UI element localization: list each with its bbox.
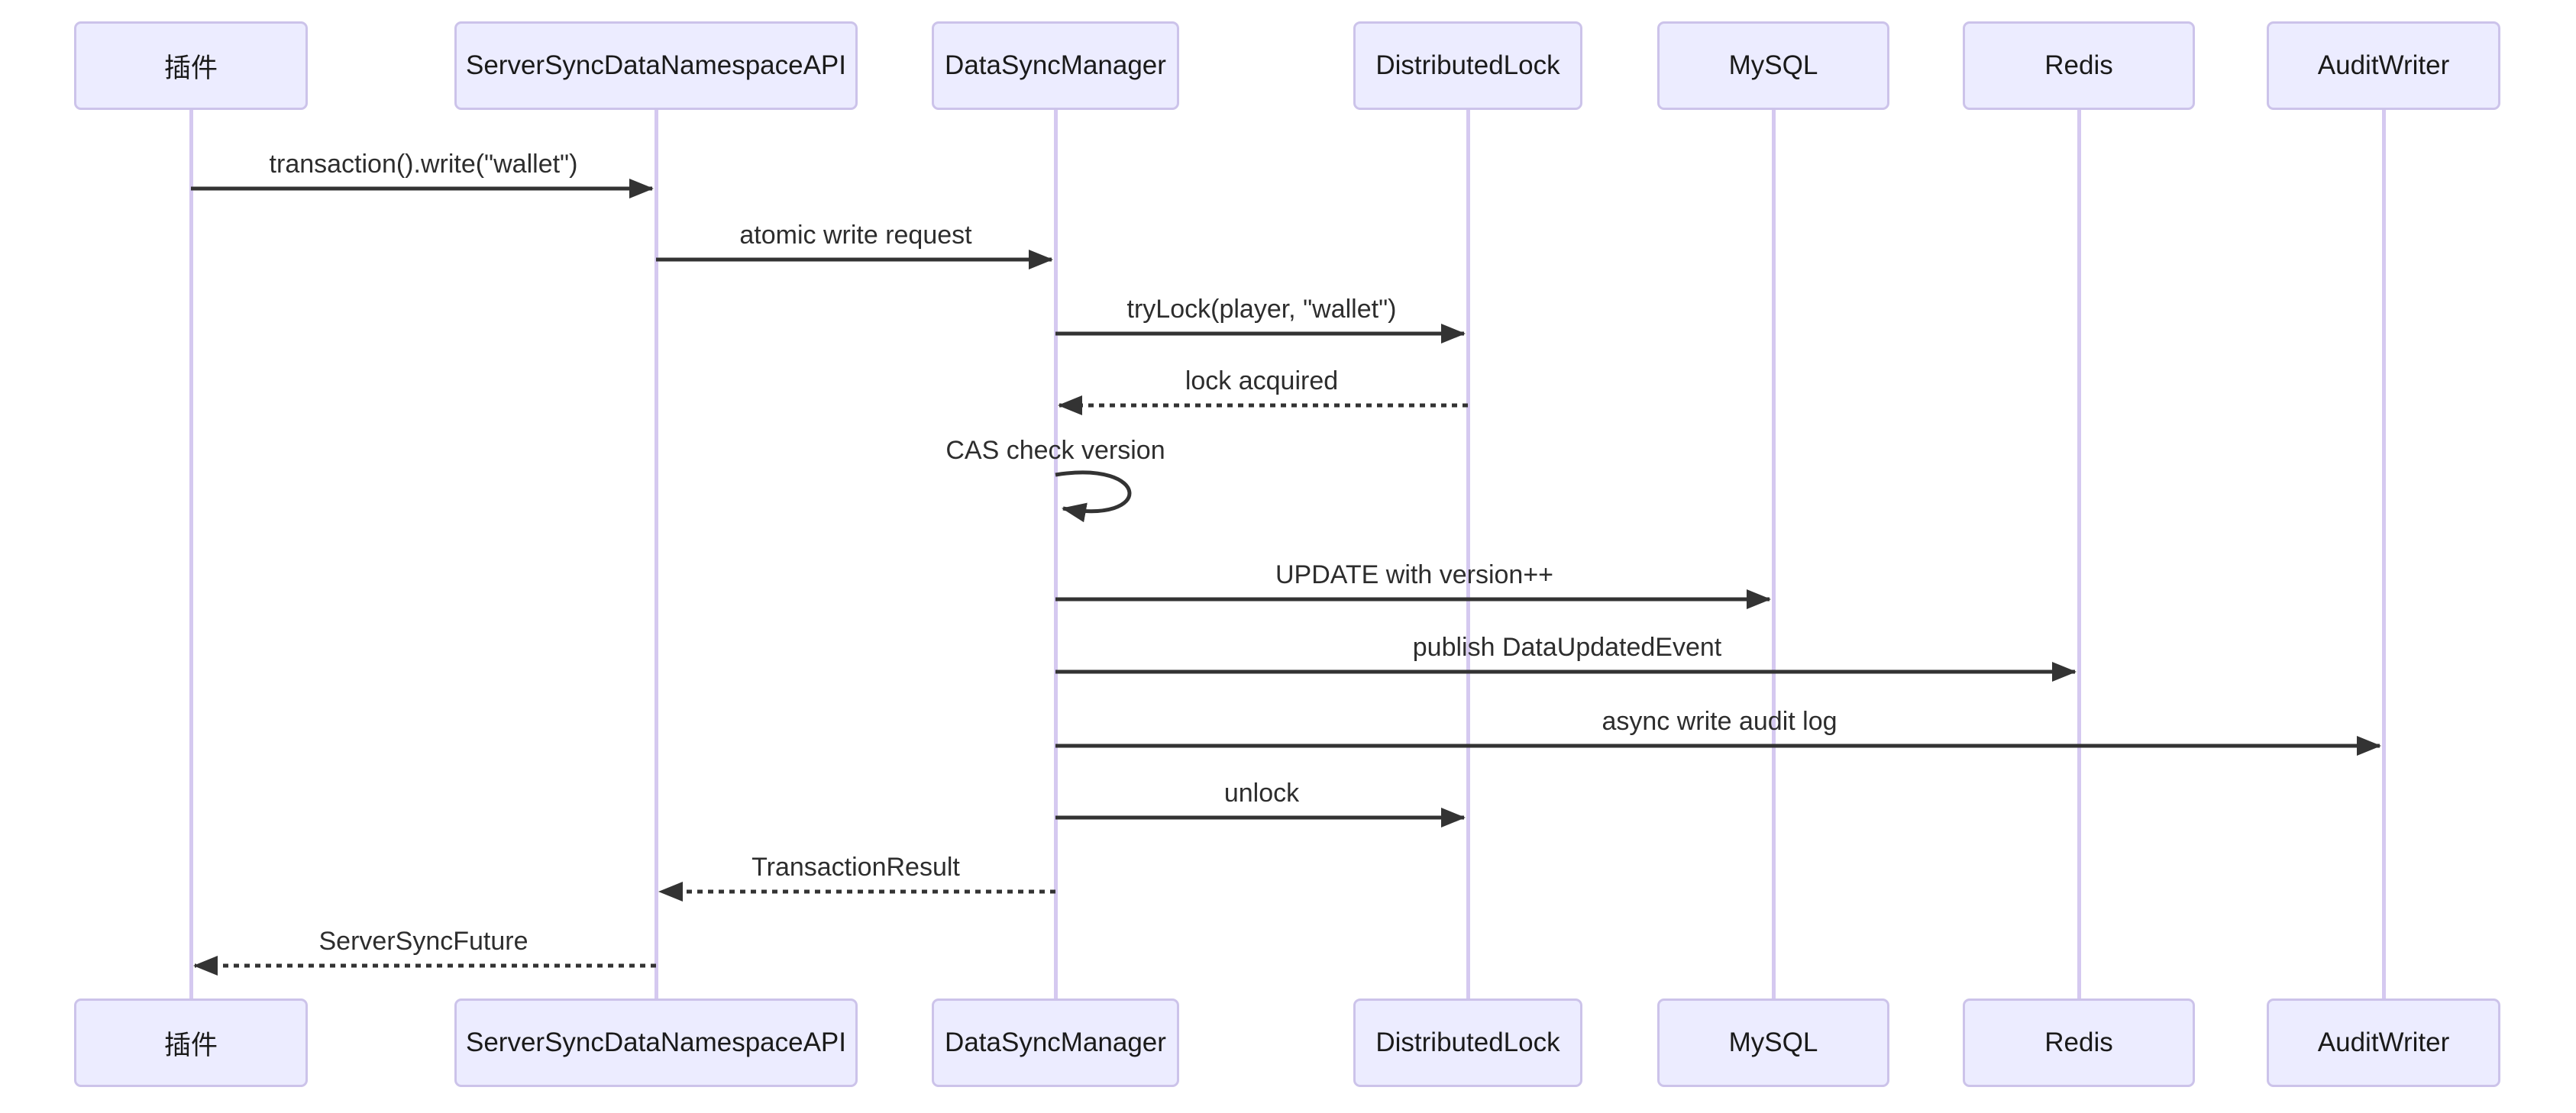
actor-label: MySQL [1728, 1028, 1818, 1057]
actor-label: MySQL [1728, 50, 1818, 80]
lifeline-api [655, 110, 658, 998]
actor-label: DataSyncManager [945, 1028, 1166, 1057]
message-label: publish DataUpdatedEvent [1412, 633, 1722, 662]
self-message-arrow [1055, 470, 1132, 523]
actor-box-bottom-plugin: 插件 [74, 998, 308, 1087]
actor-label: 插件 [163, 1030, 218, 1060]
lifeline-dsm [1054, 110, 1058, 998]
message-label: TransactionResult [751, 853, 960, 882]
actor-label: DistributedLock [1375, 50, 1560, 80]
lifeline-audit [2382, 110, 2386, 998]
actor-box-top-lock: DistributedLock [1353, 21, 1582, 110]
actor-box-top-mysql: MySQL [1657, 21, 1889, 110]
message-label: tryLock(player, "wallet") [1126, 295, 1397, 324]
lifeline-mysql [1772, 110, 1776, 998]
actor-box-top-plugin: 插件 [74, 21, 308, 110]
lifeline-lock [1466, 110, 1470, 998]
actor-box-bottom-redis: Redis [1963, 998, 2195, 1087]
message-label: transaction().write("wallet") [269, 150, 578, 179]
message-label: CAS check version [945, 436, 1165, 465]
message-label: ServerSyncFuture [318, 927, 528, 956]
actor-label: Redis [2044, 50, 2113, 80]
message-label: UPDATE with version++ [1275, 560, 1554, 589]
actor-label: ServerSyncDataNamespaceAPI [466, 50, 846, 80]
actor-box-top-audit: AuditWriter [2267, 21, 2500, 110]
lifeline-plugin [189, 110, 193, 998]
actor-box-bottom-audit: AuditWriter [2267, 998, 2500, 1087]
actor-box-bottom-mysql: MySQL [1657, 998, 1889, 1087]
message-label: atomic write request [739, 221, 972, 250]
actor-label: 插件 [163, 53, 218, 83]
lifeline-redis [2077, 110, 2081, 998]
message-label: async write audit log [1602, 707, 1837, 736]
actor-label: Redis [2044, 1028, 2113, 1057]
actor-label: DistributedLock [1375, 1028, 1560, 1057]
actor-label: AuditWriter [2317, 1028, 2450, 1057]
actor-label: ServerSyncDataNamespaceAPI [466, 1028, 846, 1057]
actor-box-top-redis: Redis [1963, 21, 2195, 110]
actor-label: AuditWriter [2317, 50, 2450, 80]
message-label: lock acquired [1185, 366, 1339, 395]
actor-box-top-api: ServerSyncDataNamespaceAPI [454, 21, 858, 110]
actor-box-bottom-dsm: DataSyncManager [932, 998, 1179, 1087]
actor-box-bottom-lock: DistributedLock [1353, 998, 1582, 1087]
actor-box-bottom-api: ServerSyncDataNamespaceAPI [454, 998, 858, 1087]
actor-box-top-dsm: DataSyncManager [932, 21, 1179, 110]
message-label: unlock [1223, 779, 1300, 808]
actor-label: DataSyncManager [945, 50, 1166, 80]
